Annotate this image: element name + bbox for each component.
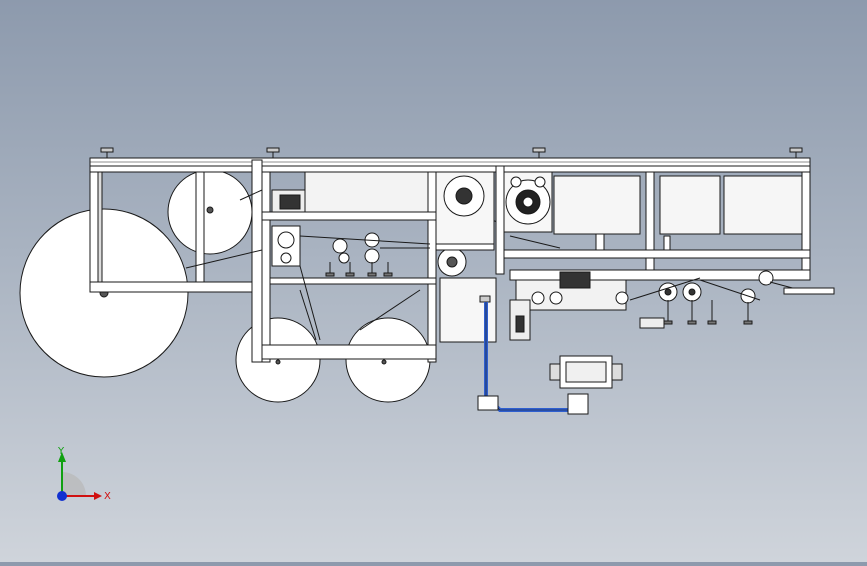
right-roller-line	[509, 269, 835, 329]
triad-x-label: X	[104, 491, 111, 502]
upper-material-roll	[167, 169, 253, 255]
motor-unit	[503, 171, 553, 233]
coordinate-triad-icon: Y X	[57, 446, 111, 502]
lower-roll-left	[235, 317, 321, 403]
pneumatic-hose	[477, 295, 589, 415]
central-roller-mechanism	[271, 225, 431, 341]
control-box	[549, 355, 623, 389]
top-frame-beam	[89, 157, 811, 173]
right-frame	[495, 165, 811, 275]
large-material-roll	[19, 208, 189, 378]
triad-y-label: Y	[57, 446, 65, 457]
leveling-feet	[100, 147, 803, 158]
lower-roll-right	[345, 317, 431, 403]
central-frame	[261, 171, 437, 363]
machine-assembly	[19, 147, 835, 415]
